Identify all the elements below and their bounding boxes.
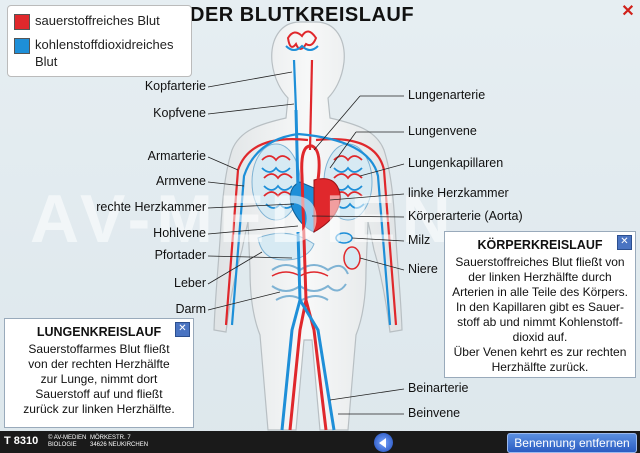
label-kopfarterie: Kopfarterie (144, 79, 206, 93)
legend: sauerstoffreiches Blut kohlenstoffdioxid… (7, 5, 192, 77)
intestines (271, 264, 349, 302)
label-milz: Milz (408, 233, 431, 247)
label-rechte-herzkammer: rechte Herzkammer (96, 200, 206, 214)
label-leber: Leber (174, 276, 206, 290)
red-swatch-icon (14, 14, 30, 30)
legend-item-co2-rich: kohlenstoffdioxidreiches Blut (14, 36, 190, 70)
publisher-info: © AV-MEDIEN BIOLOGIE (48, 435, 87, 448)
address-info: MÖRKESTR. 7 34626 NEUKIRCHEN (90, 435, 149, 448)
lungenkreislauf-title: LUNGENKREISLAUF (36, 325, 162, 339)
vena-cava (280, 109, 336, 431)
label-lungenarterie: Lungenarterie (408, 88, 486, 102)
label-lungenvene: Lungenvene (408, 124, 477, 138)
koerperkreislauf-title: KÖRPERKREISLAUF (477, 238, 603, 252)
product-code: T 8310 (4, 435, 39, 447)
label-lungenkapillaren: Lungenkapillaren (408, 156, 504, 170)
blue-swatch-icon (14, 38, 30, 54)
lungenkreislauf-text: Sauerstoffarmes Blut fließt von der rech… (23, 342, 175, 416)
head-capillaries (286, 30, 318, 50)
back-arrow-icon[interactable] (374, 433, 393, 452)
label-darm: Darm (175, 302, 206, 316)
label-koerperarterie: Körperarterie (Aorta) (408, 209, 523, 223)
legend-item-oxygen-rich: sauerstoffreiches Blut (14, 12, 190, 30)
label-hohlvene: Hohlvene (153, 226, 206, 240)
legend-label: kohlenstoffdioxidreiches Blut (35, 37, 174, 69)
lungenkreislauf-box: ✕ LUNGENKREISLAUF Sauerstoffarmes Blut f… (4, 318, 194, 428)
label-armarterie: Armarterie (147, 149, 206, 163)
label-beinvene: Beinvene (408, 406, 461, 420)
label-linke-herzkammer: linke Herzkammer (408, 186, 509, 200)
label-beinarterie: Beinarterie (408, 381, 469, 395)
label-pfortader: Pfortader (154, 248, 206, 262)
label-kopfvene: Kopfvene (153, 106, 206, 120)
legend-label: sauerstoffreiches Blut (35, 13, 160, 28)
label-niere: Niere (408, 262, 438, 276)
remove-labels-button[interactable]: Benennung entfernen (507, 433, 637, 453)
collapse-icon[interactable]: ✕ (617, 235, 632, 250)
close-icon[interactable]: ✕ (621, 3, 635, 20)
koerperkreislauf-box: ✕ KÖRPERKREISLAUF Sauerstoffreiches Blut… (444, 231, 636, 378)
bottom-bar: T 8310 © AV-MEDIEN BIOLOGIE MÖRKESTR. 7 … (0, 431, 640, 453)
label-armvene: Armvene (155, 174, 206, 188)
page-title: DER BLUTKREISLAUF (190, 4, 415, 26)
watermark: AV-MEDIEN (30, 181, 457, 257)
collapse-icon[interactable]: ✕ (175, 322, 190, 337)
koerperkreislauf-text: Sauerstoffreiches Blut fließt von der li… (452, 255, 628, 374)
